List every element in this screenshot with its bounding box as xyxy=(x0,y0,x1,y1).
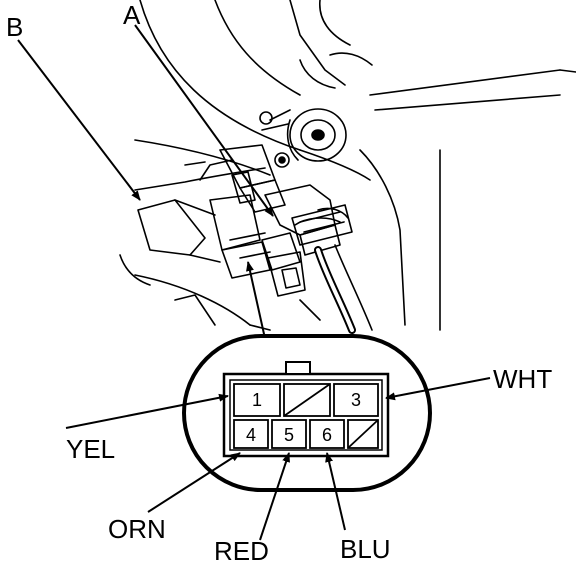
cavity-2-empty xyxy=(283,383,331,417)
cavity-5 xyxy=(271,419,307,449)
connector-outline xyxy=(182,334,432,492)
wire-leader-red xyxy=(259,452,290,541)
wire-label-orn: ORN xyxy=(108,514,166,544)
wire-leader-wht xyxy=(385,377,491,401)
callout-label-a: A xyxy=(123,0,141,30)
cavity-6 xyxy=(309,419,345,449)
cavity-4 xyxy=(233,419,269,449)
callout-leader-b xyxy=(17,39,141,201)
cavity-1 xyxy=(233,383,281,417)
wire-label-blu: BLU xyxy=(340,534,391,564)
connector-face-view xyxy=(182,334,432,492)
wire-color-leaders xyxy=(65,377,491,541)
wire-label-red: RED xyxy=(214,536,269,566)
wire-leader-orn xyxy=(147,452,241,513)
pin-number-4: 4 xyxy=(246,425,256,445)
callout-leader-a xyxy=(134,24,274,217)
cavity-7-empty xyxy=(347,419,379,449)
pin-number-3: 3 xyxy=(351,390,361,410)
pin-number-6: 6 xyxy=(322,425,332,445)
steering-column-illustration xyxy=(119,0,576,334)
pin-number-1: 1 xyxy=(252,390,262,410)
wire-label-wht: WHT xyxy=(493,364,552,394)
connector-body-inner xyxy=(229,379,383,451)
wire-label-yel: YEL xyxy=(66,434,115,464)
pin-number-5: 5 xyxy=(284,425,294,445)
connector-lock-tab xyxy=(285,361,311,375)
wire-leader-blu xyxy=(325,452,346,531)
callout-label-b: B xyxy=(6,12,23,42)
cavity-3 xyxy=(333,383,379,417)
wire-leader-yel xyxy=(65,393,229,429)
